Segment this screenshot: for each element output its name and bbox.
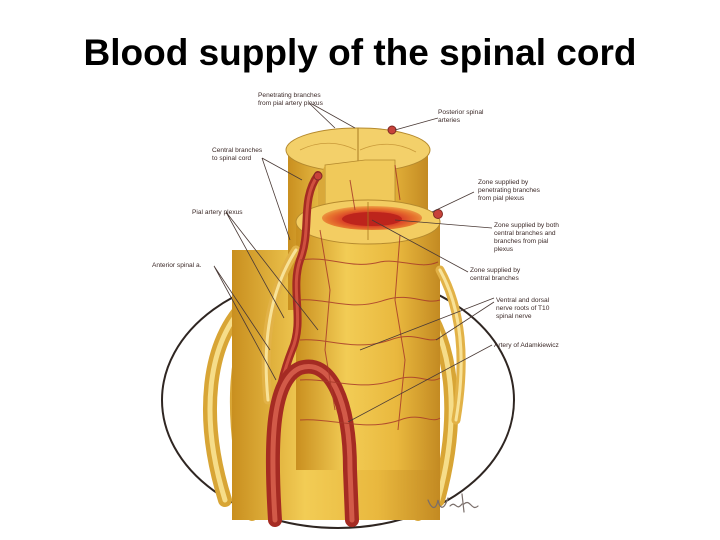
pial-artery-plexus bbox=[297, 164, 441, 431]
label-roots-3: spinal nerve bbox=[496, 313, 532, 320]
labels: Penetrating branches from pial artery pl… bbox=[152, 92, 559, 349]
label-zone-both-3: branches from pial bbox=[494, 238, 549, 245]
label-central-1: Central branches bbox=[212, 147, 263, 154]
label-zone-central-2: central branches bbox=[470, 275, 519, 282]
label-roots-2: nerve roots of T10 bbox=[496, 305, 550, 312]
label-roots-1: Ventral and dorsal bbox=[496, 297, 550, 304]
label-zone-both-2: central branches and bbox=[494, 230, 556, 237]
artery-of-adamkiewicz bbox=[265, 359, 359, 527]
zone-core bbox=[342, 212, 402, 226]
label-zone-pial-1: Zone supplied by bbox=[478, 179, 529, 186]
leader-lines bbox=[213, 103, 495, 423]
slide-title: Blood supply of the spinal cord bbox=[83, 32, 637, 73]
label-central-2: to spinal cord bbox=[212, 155, 252, 162]
label-posterior-1: Posterior spinal bbox=[438, 109, 484, 116]
posterior-spinal-artery-top bbox=[387, 125, 397, 135]
label-posterior-2: arteries bbox=[438, 117, 461, 124]
label-zone-pial-2: penetrating branches bbox=[478, 187, 541, 194]
label-penetrating-2: from pial artery plexus bbox=[258, 100, 324, 107]
label-zone-both-4: plexus bbox=[494, 246, 514, 253]
label-adamkiewicz: Artery of Adamkiewicz bbox=[494, 342, 559, 349]
artist-signature bbox=[427, 493, 479, 513]
front-cord-segment bbox=[295, 199, 441, 470]
label-zone-both-1: Zone supplied by both bbox=[494, 222, 559, 229]
label-zone-pial-3: from pial plexus bbox=[478, 195, 525, 202]
label-pial-plexus: Pial artery plexus bbox=[192, 209, 243, 216]
nerve-roots-side bbox=[261, 245, 466, 425]
label-anterior-spinal: Anterior spinal a. bbox=[152, 262, 202, 269]
label-zone-central-1: Zone supplied by bbox=[470, 267, 521, 274]
label-penetrating-1: Penetrating branches bbox=[258, 92, 321, 99]
